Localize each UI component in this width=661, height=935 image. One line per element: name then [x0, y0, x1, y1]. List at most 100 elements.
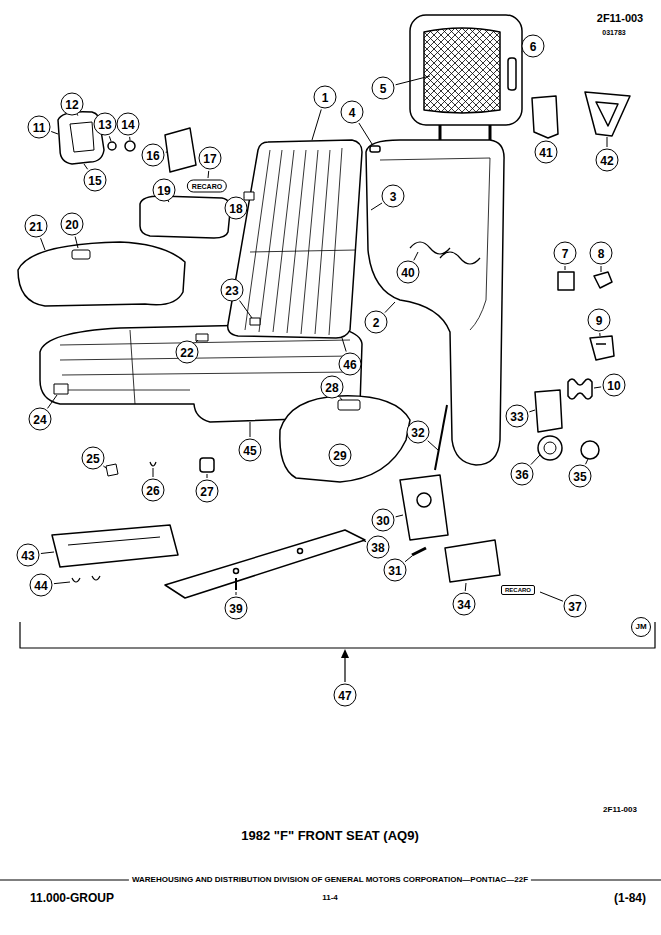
- backrest: [228, 140, 362, 338]
- callout-number: 2: [365, 311, 388, 334]
- bracket: [165, 128, 196, 172]
- callout-number: 33: [506, 405, 529, 428]
- leader-line: [545, 139, 546, 140]
- drawing-number: 2F11-003: [603, 806, 637, 814]
- leader-line: [607, 137, 608, 147]
- leader-line: [153, 468, 154, 477]
- leader-line: [312, 109, 321, 140]
- leader-line: [51, 131, 58, 134]
- callout-number: 13: [94, 113, 117, 136]
- leader-line: [240, 301, 252, 318]
- leader-line: [84, 164, 88, 169]
- footer-text: WAREHOUSING AND DISTRIBUTION DIVISION OF…: [129, 876, 531, 884]
- callout-number: 34: [453, 593, 476, 616]
- callout-number: 5: [372, 77, 395, 100]
- callout-number: 4: [341, 101, 364, 124]
- date-code: 031783: [602, 29, 625, 36]
- callout-number: 6: [522, 35, 545, 58]
- leader-line: [362, 540, 366, 542]
- callout-number: 24: [29, 408, 52, 431]
- callout-number: 16: [142, 144, 165, 167]
- callout-number: 25: [82, 447, 105, 470]
- side-bolster: [280, 396, 410, 482]
- leader-line: [340, 397, 342, 400]
- leader-line: [75, 237, 78, 248]
- side-bolster: [18, 242, 185, 306]
- callout-number: 12: [61, 93, 84, 116]
- callout-number: 46: [339, 353, 362, 376]
- callout-number: 37: [564, 595, 587, 618]
- seat-pan: [52, 525, 178, 567]
- headrest: [410, 15, 522, 125]
- callout-number: 40: [397, 261, 420, 284]
- leader-line: [529, 410, 535, 412]
- callout-number: 44: [30, 574, 53, 597]
- callout-number: 27: [196, 480, 219, 503]
- leader-line: [129, 137, 130, 140]
- bezel: [532, 96, 558, 138]
- leader-line: [166, 152, 167, 153]
- callout-number: 38: [367, 536, 390, 559]
- seat-rail: [165, 530, 365, 598]
- callout-number: 30: [372, 509, 395, 532]
- leader-line: [405, 556, 412, 562]
- callout-number: 10: [603, 374, 626, 397]
- callout-number: 17: [199, 147, 222, 170]
- leader-line: [586, 459, 588, 464]
- leader-line: [371, 203, 382, 210]
- revision-date: (1-84): [614, 892, 646, 904]
- leader-line: [54, 582, 70, 584]
- recliner-bracket: [400, 475, 448, 540]
- headrest-mesh: [424, 28, 500, 113]
- callout-number: 42: [596, 149, 619, 172]
- leader-line: [208, 171, 210, 178]
- callout-number: 21: [25, 215, 48, 238]
- callout-number: 1: [314, 86, 337, 109]
- drawing-number: 2F11-003: [596, 12, 644, 25]
- leader-line: [540, 592, 563, 601]
- cover: [535, 390, 562, 432]
- leader-line: [103, 466, 106, 468]
- callout-number: 3: [382, 185, 405, 208]
- leader-line: [41, 552, 54, 554]
- callout-number: 47: [334, 684, 357, 707]
- leader-line: [428, 441, 438, 450]
- callout-number: 28: [321, 376, 344, 399]
- leader-line: [396, 515, 403, 517]
- callout-number: 35: [569, 465, 592, 488]
- leader-line: [244, 197, 245, 198]
- cover-plate: [445, 540, 500, 582]
- leader-line: [521, 51, 522, 52]
- lumbar-pad: [140, 196, 230, 238]
- knob: [538, 436, 562, 460]
- leader-line: [48, 395, 57, 408]
- leader-line: [196, 340, 198, 342]
- leader-line: [207, 474, 208, 478]
- callout-number: 31: [384, 559, 407, 582]
- leader-line: [41, 238, 45, 250]
- leader-line: [599, 333, 600, 336]
- title: 1982 "F" FRONT SEAT (AQ9): [241, 828, 419, 843]
- leader-line: [342, 338, 346, 352]
- callout-number: 36: [511, 463, 534, 486]
- callout-number: 45: [239, 439, 262, 462]
- page-number: 11-4: [322, 894, 338, 902]
- leader-line: [236, 592, 237, 595]
- leader-line: [396, 76, 430, 85]
- callout-number: 18: [225, 197, 248, 220]
- callout-number: 19: [153, 179, 176, 202]
- leader-line: [594, 387, 601, 388]
- leader-line: [465, 583, 467, 591]
- clip: [590, 336, 614, 360]
- callout-number: 20: [61, 213, 84, 236]
- clip: [558, 272, 574, 290]
- trim: [585, 92, 630, 136]
- callout-number: 22: [176, 341, 199, 364]
- grommet: [568, 379, 592, 399]
- leader-line: [414, 252, 418, 260]
- leader-line: [385, 302, 395, 313]
- group-number: 11.000-GROUP: [30, 892, 114, 904]
- callout-number: 15: [84, 169, 107, 192]
- callout-number: 29: [329, 444, 352, 467]
- callout-number: 41: [535, 141, 558, 164]
